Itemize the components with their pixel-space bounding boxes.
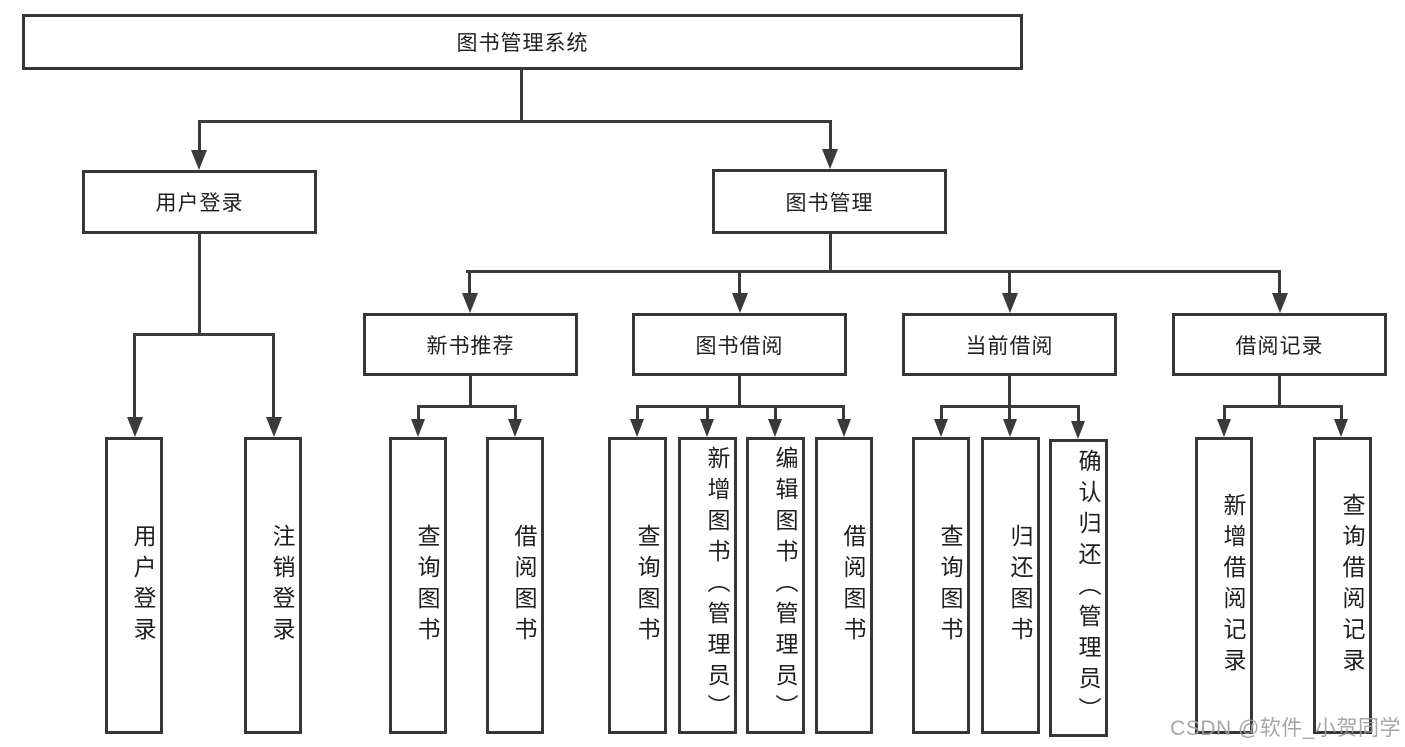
connector-level2-bar bbox=[466, 270, 1281, 273]
connector-user-login-trunk bbox=[198, 233, 201, 336]
node-borrow-records: 借阅记录 bbox=[1172, 313, 1387, 376]
connector-drop-new-book-recommend bbox=[468, 270, 471, 295]
arrow-down-icon bbox=[462, 293, 478, 313]
connector-recommend-trunk bbox=[469, 376, 472, 408]
connector-drop-borrow-records bbox=[1278, 270, 1281, 295]
csdn-watermark: CSDN @软件_小贺同学 bbox=[1170, 717, 1401, 740]
leaf-query-books-current: 查询图书 bbox=[912, 437, 970, 734]
connector-drop bbox=[1008, 405, 1011, 421]
arrow-down-icon bbox=[768, 419, 782, 437]
arrow-down-icon bbox=[732, 293, 748, 313]
connector-records-bar bbox=[1223, 405, 1343, 408]
connector-recommend-bar bbox=[417, 405, 517, 408]
arrow-down-icon bbox=[266, 417, 282, 437]
leaf-borrow-books-recommend: 借阅图书 bbox=[486, 437, 544, 734]
connector-drop bbox=[940, 405, 943, 421]
connector-level1-bar bbox=[198, 120, 832, 123]
connector-drop bbox=[417, 405, 420, 421]
connector-drop bbox=[842, 405, 845, 421]
leaf-query-books-borrowing: 查询图书 bbox=[608, 437, 667, 734]
arrow-down-icon bbox=[191, 150, 207, 170]
connector-drop bbox=[774, 405, 777, 421]
leaf-query-borrow-record: 查询借阅记录 bbox=[1313, 437, 1372, 734]
connector-borrowing-trunk bbox=[738, 376, 741, 408]
node-current-borrowing: 当前借阅 bbox=[902, 313, 1117, 376]
connector-drop bbox=[1077, 405, 1080, 423]
arrow-down-icon bbox=[1071, 421, 1085, 439]
connector-drop-current-borrowing bbox=[1008, 270, 1011, 295]
connector-drop-book-borrowing bbox=[738, 270, 741, 295]
arrow-down-icon bbox=[700, 419, 714, 437]
connector-drop-leaf-user-login bbox=[133, 333, 136, 418]
arrow-down-icon bbox=[822, 149, 838, 169]
leaf-return-books: 归还图书 bbox=[981, 437, 1040, 734]
arrow-down-icon bbox=[1272, 293, 1288, 313]
connector-drop-user-login bbox=[198, 120, 201, 151]
connector-drop-leaf-logout bbox=[272, 333, 275, 418]
node-book-management: 图书管理 bbox=[712, 169, 947, 234]
connector-drop bbox=[706, 405, 709, 421]
node-book-borrowing: 图书借阅 bbox=[632, 313, 847, 376]
connector-records-trunk bbox=[1278, 376, 1281, 408]
arrow-down-icon bbox=[1217, 419, 1231, 437]
connector-drop bbox=[636, 405, 639, 421]
arrow-down-icon bbox=[1002, 293, 1018, 313]
connector-book-management-trunk bbox=[829, 234, 832, 273]
arrow-down-icon bbox=[411, 419, 425, 437]
arrow-down-icon bbox=[934, 419, 948, 437]
arrow-down-icon bbox=[1334, 419, 1348, 437]
leaf-add-borrow-record: 新增借阅记录 bbox=[1195, 437, 1253, 734]
leaf-confirm-return-admin: 确认归还（管理员） bbox=[1049, 439, 1108, 737]
connector-drop-book-management bbox=[829, 120, 832, 150]
node-new-book-recommend: 新书推荐 bbox=[363, 313, 578, 376]
node-root-library-system: 图书管理系统 bbox=[22, 14, 1023, 70]
leaf-query-books-recommend: 查询图书 bbox=[389, 437, 447, 734]
connector-drop bbox=[514, 405, 517, 421]
connector-borrowing-bar bbox=[636, 405, 845, 408]
connector-drop bbox=[1340, 405, 1343, 421]
leaf-add-books-admin: 新增图书（管理员） bbox=[678, 437, 737, 734]
connector-root-trunk bbox=[520, 69, 523, 123]
node-user-login: 用户登录 bbox=[82, 170, 317, 234]
leaf-logout: 注销登录 bbox=[244, 437, 302, 734]
arrow-down-icon bbox=[837, 419, 851, 437]
arrow-down-icon bbox=[630, 419, 644, 437]
arrow-down-icon bbox=[127, 417, 143, 437]
connector-drop bbox=[1223, 405, 1226, 421]
connector-current-trunk bbox=[1008, 376, 1011, 408]
arrow-down-icon bbox=[1003, 419, 1017, 437]
leaf-edit-books-admin: 编辑图书（管理员） bbox=[746, 437, 805, 734]
arrow-down-icon bbox=[508, 419, 522, 437]
leaf-user-login: 用户登录 bbox=[105, 437, 163, 734]
leaf-borrow-books-borrowing: 借阅图书 bbox=[815, 437, 873, 734]
connector-user-login-bar bbox=[133, 333, 275, 336]
